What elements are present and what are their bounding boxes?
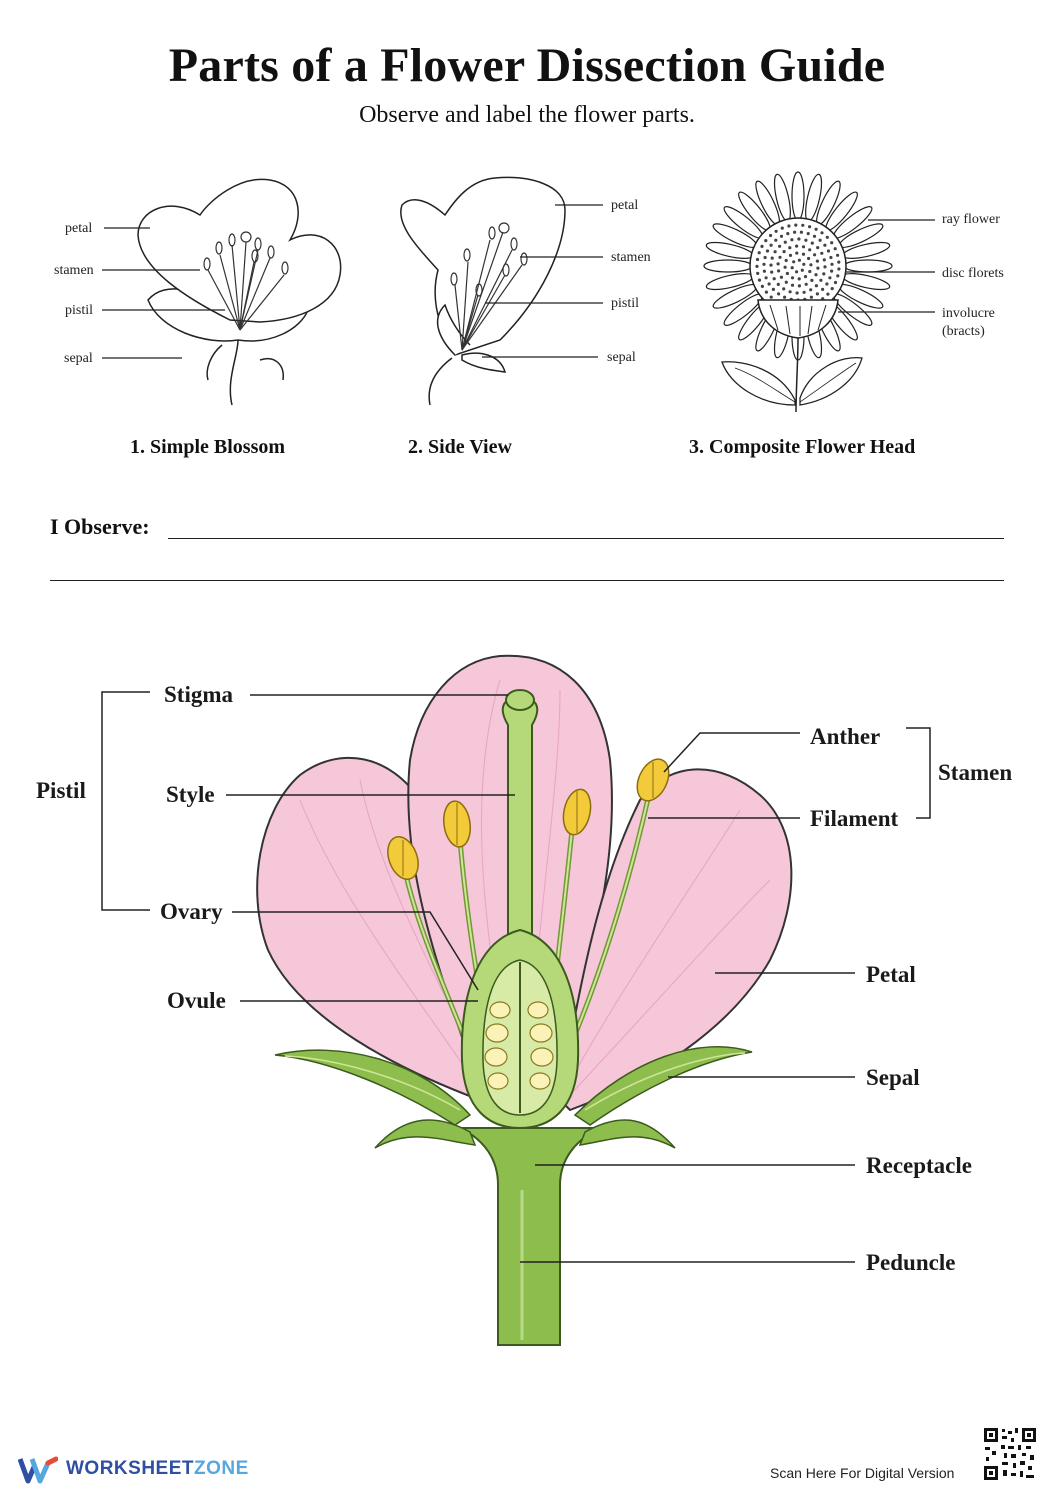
page-title: Parts of a Flower Dissection Guide (0, 38, 1054, 93)
stigma-shape (506, 690, 534, 710)
observe-label: I Observe: (50, 514, 150, 540)
label-petal: Petal (866, 962, 916, 987)
main-flower-diagram: Stigma Style Ovary Ovule Pistil Anther F… (0, 640, 1054, 1360)
label-peduncle: Peduncle (866, 1250, 955, 1275)
composite-flower-drawing (704, 172, 892, 412)
label-ovule: Ovule (167, 988, 226, 1013)
side-label-petal: petal (611, 198, 638, 213)
label-style: Style (166, 782, 215, 807)
observe-line-2[interactable] (50, 580, 1004, 581)
worksheetzone-logo-icon (18, 1455, 58, 1485)
style-shape (503, 700, 538, 960)
simple-blossom-drawing (138, 179, 341, 405)
simple-label-sepal: sepal (64, 351, 93, 366)
scan-text: Scan Here For Digital Version (770, 1465, 954, 1481)
brand-part-b: ZONE (194, 1458, 249, 1479)
label-filament: Filament (810, 806, 898, 831)
caption-side-view: 2. Side View (408, 436, 512, 459)
peduncle-shape (460, 1128, 600, 1345)
label-stigma: Stigma (164, 682, 234, 707)
composite-label-ray: ray flower (942, 212, 1000, 227)
composite-label-bracts: (bracts) (942, 324, 985, 339)
caption-simple-blossom: 1. Simple Blossom (130, 436, 285, 459)
label-anther: Anther (810, 724, 880, 749)
simple-label-petal: petal (65, 221, 92, 236)
label-receptacle: Receptacle (866, 1153, 972, 1178)
label-pistil: Pistil (36, 778, 86, 803)
label-stamen: Stamen (938, 760, 1012, 785)
sepal-left-lower (375, 1120, 475, 1148)
footer-brand[interactable]: WORKSHEETZONE (66, 1458, 249, 1480)
side-label-pistil: pistil (611, 296, 639, 311)
composite-label-disc: disc florets (942, 266, 1004, 281)
side-label-sepal: sepal (607, 350, 636, 365)
observe-line-1[interactable] (168, 538, 1004, 539)
simple-label-stamen: stamen (54, 263, 94, 278)
small-diagrams: petal stamen pistil sepal petal stamen p… (0, 160, 1054, 430)
page-subtitle: Observe and label the flower parts. (0, 102, 1054, 129)
sepal-right-lower (580, 1120, 675, 1148)
brand-part-a: WORKSHEET (66, 1458, 194, 1479)
side-label-stamen: stamen (611, 250, 651, 265)
label-ovary: Ovary (160, 899, 223, 924)
simple-label-pistil: pistil (65, 303, 93, 318)
label-sepal: Sepal (866, 1065, 920, 1090)
caption-composite-head: 3. Composite Flower Head (689, 436, 915, 459)
composite-label-involucre: involucre (942, 306, 995, 321)
qr-code-icon[interactable] (982, 1426, 1038, 1482)
